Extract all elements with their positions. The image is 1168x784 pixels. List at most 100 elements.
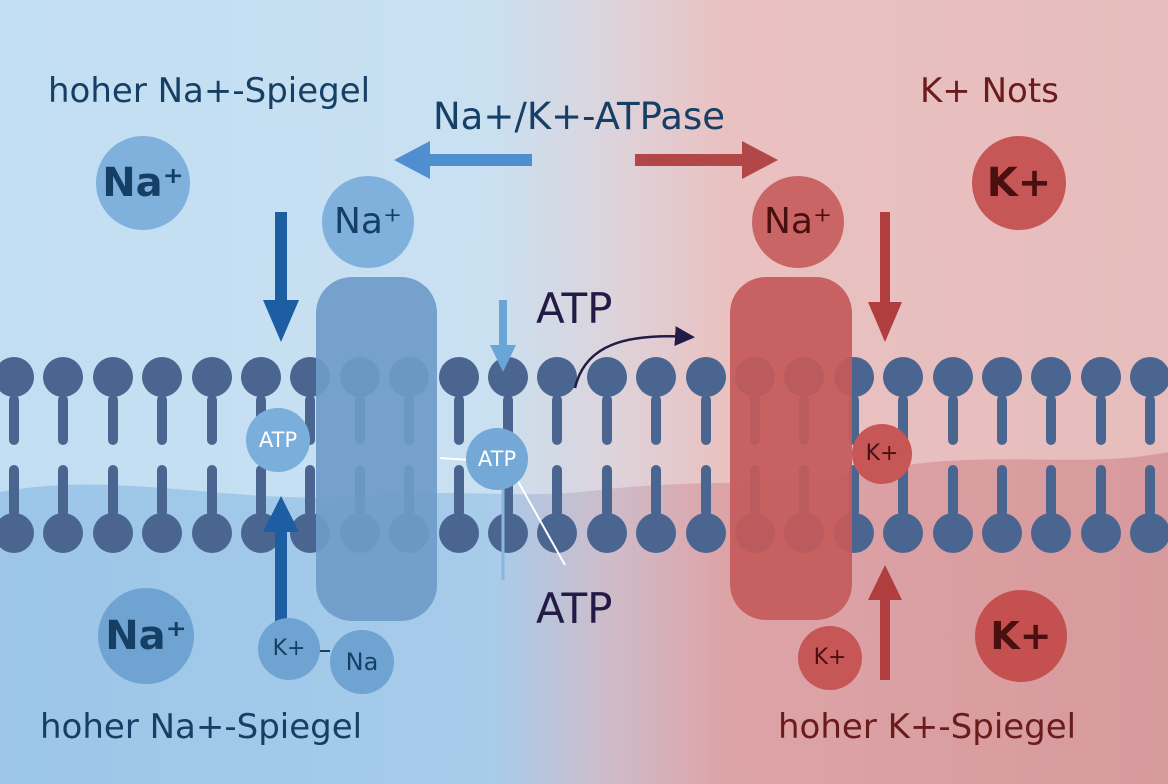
atp-molecule-left: ATP [246,408,310,472]
atp-small-arrow-icon [439,457,471,461]
arrow-up-right-bottom-icon [868,565,902,680]
lipid-tail-upper [454,395,464,445]
lipid-tail-lower [701,465,711,517]
lipid-head-upper [1031,357,1071,397]
lipid-tail-lower [9,465,19,517]
pump-protein-left [316,277,437,621]
lipid-tail-upper [948,395,958,445]
na-ion-top-left: Na⁺ [96,136,190,230]
lipid-head-lower [1081,513,1121,553]
lipid-head-upper [142,357,182,397]
lipid-head-upper [982,357,1022,397]
lipid-head-upper [1081,357,1121,397]
lipid-tail-lower [1096,465,1106,517]
lipid-head-lower [982,513,1022,553]
lipid-tail-lower [948,465,958,517]
lipid-tail-upper [58,395,68,445]
label-atp-upper: ATP [536,284,613,333]
lipid-tail-upper [157,395,167,445]
lipid-head-lower [1130,513,1168,553]
lipid-tail-lower [651,465,661,517]
lipid-tail-upper [1096,395,1106,445]
lipid-tail-upper [1046,395,1056,445]
arrow-down-na-left-icon [263,212,299,342]
label-high-na-bottom-left: hoher Na+-Spiegel [40,707,363,747]
arrow-right-k-in-icon [635,141,778,179]
lipid-tail-upper [701,395,711,445]
lipid-tail-lower [256,465,266,517]
lipid-head-upper [537,357,577,397]
lipid-head-upper [1130,357,1168,397]
lipid-tail-lower [602,465,612,517]
lipid-head-upper [587,357,627,397]
lipid-head-lower [1031,513,1071,553]
lipid-head-upper [686,357,726,397]
lipid-head-lower [933,513,973,553]
diagram-title: Na+/K+-ATPase [433,95,726,138]
lipid-tail-lower [108,465,118,517]
lipid-head-lower [537,513,577,553]
lipid-head-upper [241,357,281,397]
arrow-left-na-out-icon [394,141,532,179]
k-ion-membrane-right: K+ [852,424,912,484]
lipid-tail-upper [552,395,562,445]
atp-curved-arrow-icon [573,326,695,389]
lipid-head-upper [883,357,923,397]
lipid-head-upper [488,357,528,397]
lipid-tail-upper [207,395,217,445]
lipid-tail-lower [997,465,1007,517]
lipid-tail-upper [108,395,118,445]
atp-molecule-middle: ATP [466,428,528,490]
label-atp-lower: ATP [536,584,613,633]
arrow-down-right-icon [868,212,902,342]
atp-pointer-line-icon [513,473,566,566]
lipid-head-lower [142,513,182,553]
lipid-tail-upper [9,395,19,445]
lipid-tail-lower [157,465,167,517]
lipid-tail-lower [207,465,217,517]
lipid-head-upper [439,357,479,397]
lipid-head-upper [933,357,973,397]
lipid-tail-lower [58,465,68,517]
lipid-tail-lower [454,465,464,517]
lipid-head-upper [192,357,232,397]
na-ion-pump-right: Na⁺ [752,176,844,268]
lipid-head-lower [636,513,676,553]
arrow-down-atp-middle-icon [490,300,516,372]
lipid-tail-upper [1145,395,1155,445]
lipid-head-upper [636,357,676,397]
arrow-up-left-bottom-icon [263,496,299,632]
lipid-head-lower [587,513,627,553]
lipid-head-upper [43,357,83,397]
lipid-head-lower [883,513,923,553]
na-ion-bottom-left: Na⁺ [98,588,194,684]
lipid-tail-upper [997,395,1007,445]
k-ion-bottom-right: K+ [975,590,1067,682]
lipid-tail-lower [552,465,562,517]
lipid-head-lower [93,513,133,553]
k-ion-bottom-left: K+ [258,618,320,680]
label-k-top-right: K+ Nots [920,71,1059,111]
lipid-tail-lower [898,465,908,517]
lipid-tail-upper [602,395,612,445]
label-high-na-top-left: hoher Na+-Spiegel [48,71,371,111]
na-ion-pump-left: Na⁺ [322,176,414,268]
k-ion-bottom-right-small: K+ [798,626,862,690]
lipid-head-lower [192,513,232,553]
lipid-head-lower [0,513,34,553]
lipid-tail-lower [305,465,315,517]
lipid-head-upper [0,357,34,397]
lipid-tail-lower [1145,465,1155,517]
label-high-k-bottom-right: hoher K+-Spiegel [778,707,1077,747]
lipid-head-lower [686,513,726,553]
lipid-tail-lower [1046,465,1056,517]
na-ion-bottom-small: Na [330,630,394,694]
pump-protein-right [730,277,852,620]
lipid-head-lower [488,513,528,553]
lipid-tail-upper [651,395,661,445]
k-ion-top-right: K+ [972,136,1066,230]
lipid-head-lower [439,513,479,553]
lipid-head-lower [43,513,83,553]
